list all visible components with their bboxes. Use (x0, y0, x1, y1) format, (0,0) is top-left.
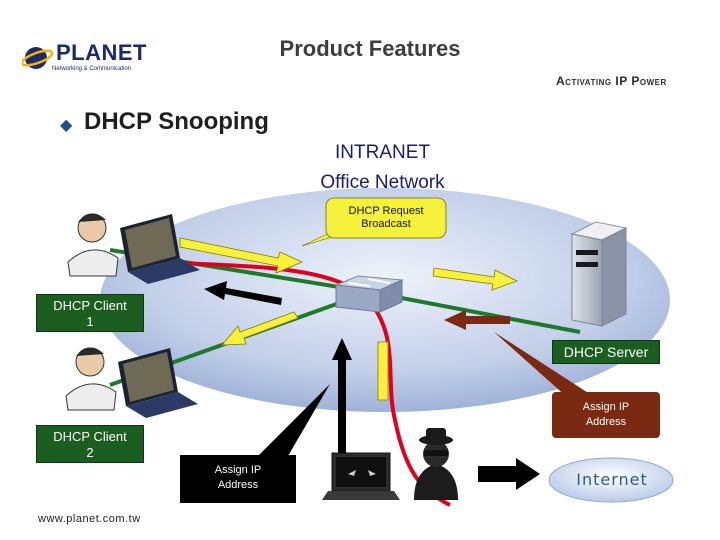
rogue-assign-line2: Address (217, 479, 259, 491)
rogue-assign-line1: Assign IP (214, 464, 262, 476)
rogue-hacker (414, 428, 458, 500)
network-switch (335, 275, 404, 313)
internet-arrow (478, 458, 540, 490)
client1-workstation (67, 213, 200, 284)
page-title: Product Features (279, 36, 461, 61)
client2-workstation (65, 347, 198, 418)
legit-assign-line2: Address (585, 416, 627, 428)
rogue-assign-callout-box (180, 455, 296, 503)
dhcp-server-tower (570, 221, 628, 327)
rogue-path (134, 258, 451, 507)
request-arrow-server (432, 267, 519, 291)
request-callout-box (325, 197, 447, 239)
rogue-assign-text: Assign IP Address (180, 463, 296, 493)
blocked-offer-arrow (204, 281, 282, 305)
planet-globe-icon (20, 47, 54, 69)
legit-assign-line1: Assign IP (582, 401, 630, 413)
planet-logo-subtitle: Networking & Communication (52, 66, 132, 72)
request-arrow-rogue (377, 341, 389, 401)
server-label-text: DHCP Server (563, 344, 649, 360)
rogue-assign-callout-tail (258, 384, 330, 456)
planet-logo (20, 44, 54, 72)
client1-label: DHCP Client 1 (36, 294, 144, 332)
client2-label-line2: 2 (86, 445, 94, 460)
planet-logo-text: PLANET (56, 40, 147, 65)
request-callout-line2: Broadcast (361, 218, 411, 230)
internet-cloud (548, 457, 674, 503)
server-label: DHCP Server (552, 340, 660, 364)
request-callout-text: DHCP Request Broadcast (326, 205, 446, 231)
network-title-line2: Office Network (320, 172, 445, 193)
diamond-bullet-icon: ◆ (60, 117, 73, 134)
rogue-offer-arrow (332, 338, 352, 468)
client1-label-line1: DHCP Client (53, 298, 127, 313)
client1-label-line2: 1 (86, 314, 94, 329)
tagline: Activating IP Power (556, 74, 667, 88)
section-heading: DHCP Snooping (84, 108, 269, 135)
client2-label-line1: DHCP Client (53, 429, 127, 444)
request-arrow-upper (179, 237, 303, 274)
rogue-laptop (322, 452, 400, 500)
legit-assign-callout-tail (494, 332, 596, 398)
request-callout-line1: DHCP Request (348, 205, 424, 217)
internet-label: Internet (576, 470, 648, 489)
legit-assign-text: Assign IP Address (552, 400, 660, 430)
client2-label: DHCP Client 2 (36, 425, 144, 463)
network-title: INTRANET Office Network (300, 138, 465, 198)
legit-assign-callout-box (552, 392, 660, 438)
footer-url: www.planet.com.tw (38, 513, 141, 525)
network-title-line1: INTRANET (335, 142, 430, 163)
request-arrow-lower (221, 311, 299, 346)
legit-offer-arrow (444, 310, 510, 330)
